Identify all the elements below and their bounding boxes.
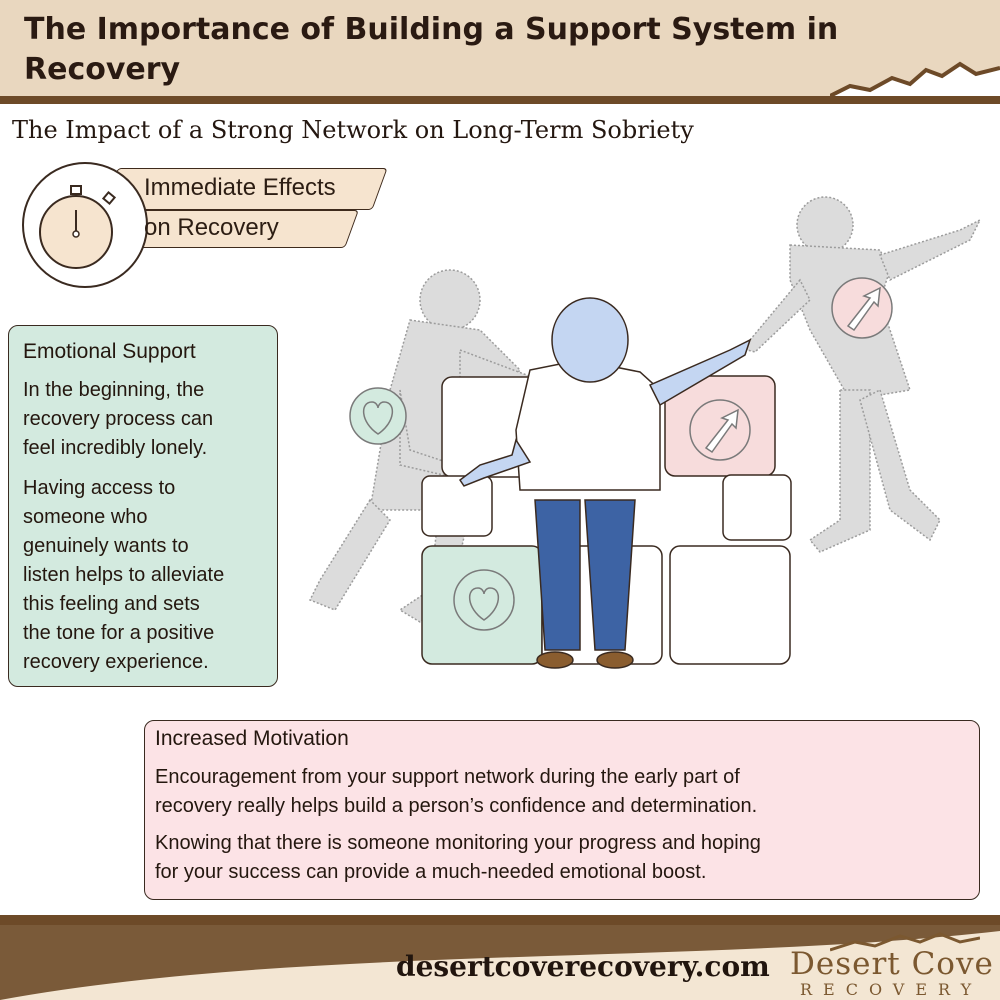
text-line: feel incredibly lonely. xyxy=(23,437,208,459)
card-paragraph: Having access to someone who genuinely w… xyxy=(23,474,224,677)
text-line: recovery process can xyxy=(23,408,214,430)
badge-line-2: on Recovery xyxy=(144,214,279,241)
text-line: this feeling and sets xyxy=(23,593,200,615)
stopwatch-icon xyxy=(22,162,148,288)
footer-divider xyxy=(0,915,1000,925)
text-line: listen helps to alleviate xyxy=(23,564,225,586)
mountain-icon xyxy=(830,61,1000,96)
support-illustration xyxy=(308,196,982,669)
header: The Importance of Building a Support Sys… xyxy=(0,0,1000,96)
text-line: In the beginning, the xyxy=(23,379,205,401)
card-paragraph: Encouragement from your support network … xyxy=(155,763,757,821)
text-line: someone who xyxy=(23,506,148,528)
text-line: Having access to xyxy=(23,477,176,499)
growth-arrow-icon xyxy=(689,277,893,461)
text-line: Knowing that there is someone monitoring… xyxy=(155,832,761,854)
website-link[interactable]: desertcoverecovery.com xyxy=(396,950,770,983)
text-line: for your success can provide a much-need… xyxy=(155,861,707,883)
section-subtitle: The Impact of a Strong Network on Long-T… xyxy=(12,116,694,144)
text-line: the tone for a positive xyxy=(23,622,215,644)
text-line: Encouragement from your support network … xyxy=(155,766,740,788)
footer-swoosh xyxy=(0,925,1000,1000)
text-line: recovery really helps build a person’s c… xyxy=(155,795,758,817)
heart-icon xyxy=(349,387,515,631)
card-title: Emotional Support xyxy=(23,340,196,363)
increased-motivation-card: Increased Motivation Encouragement from … xyxy=(144,720,980,900)
page-title: The Importance of Building a Support Sys… xyxy=(24,12,839,87)
brand-logo: Desert Cove xyxy=(790,946,994,982)
emotional-support-card: Emotional Support In the beginning, the … xyxy=(8,325,278,687)
card-paragraph: Knowing that there is someone monitoring… xyxy=(155,829,761,887)
card-paragraph: In the beginning, the recovery process c… xyxy=(23,376,213,463)
header-divider xyxy=(0,96,1000,104)
logo-mountain-icon xyxy=(830,932,980,952)
text-line: recovery experience. xyxy=(23,651,209,673)
card-title: Increased Motivation xyxy=(155,727,349,750)
badge-line-1: Immediate Effects xyxy=(144,174,336,201)
brand-tagline: RECOVERY xyxy=(800,980,983,999)
text-line: genuinely wants to xyxy=(23,535,189,557)
